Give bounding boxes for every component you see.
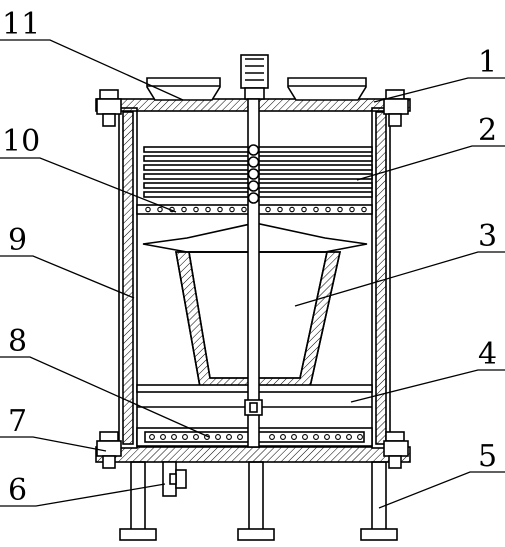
feed-hoppers (146, 77, 367, 101)
support-legs (119, 461, 398, 541)
motor (240, 54, 269, 100)
part-labels: 11 1 2 10 3 9 8 4 7 5 6 (2, 7, 497, 508)
label-8: 8 (8, 324, 27, 359)
left-wall-hatch (122, 111, 134, 445)
central-shaft (244, 98, 263, 448)
label-6: 6 (8, 473, 27, 508)
label-9: 9 (8, 223, 27, 258)
bottom-flange-bolts (96, 431, 409, 469)
label-10: 10 (2, 124, 40, 159)
label-3: 3 (478, 219, 497, 254)
discharge-valve (162, 461, 187, 497)
label-5: 5 (478, 439, 497, 474)
label-7: 7 (8, 404, 27, 439)
leader-lines (0, 39, 505, 509)
top-flange-bolts (96, 89, 409, 127)
label-11: 11 (2, 7, 40, 42)
label-2: 2 (478, 113, 497, 148)
label-1: 1 (478, 45, 497, 80)
bottom-plate (95, 446, 411, 463)
right-wall-hatch (375, 111, 387, 445)
label-4: 4 (478, 337, 497, 372)
